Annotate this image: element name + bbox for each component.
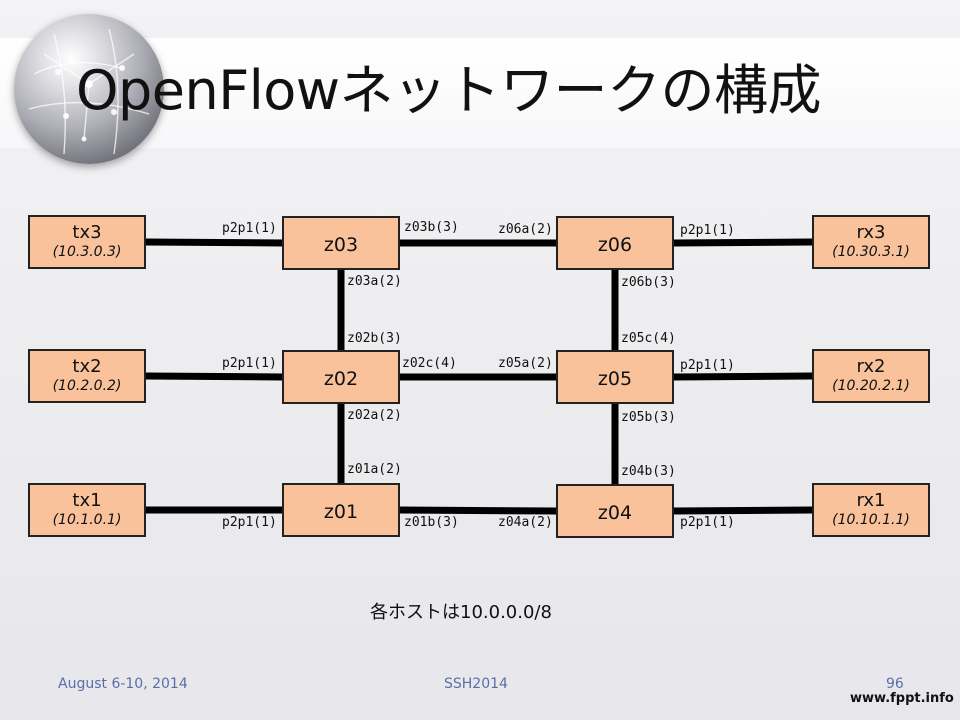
node-tx1: tx1 (10.1.0.1): [28, 483, 146, 537]
node-z02: z02: [282, 350, 400, 404]
port-label-z02a: z02a(2): [347, 408, 402, 423]
link-tx2-z02: [145, 372, 283, 381]
port-label-z05c: z05c(4): [621, 331, 676, 346]
node-z03: z03: [282, 216, 400, 270]
node-ip: (10.20.2.1): [832, 378, 910, 394]
node-rx2: rx2 (10.20.2.1): [812, 349, 930, 403]
node-ip: (10.10.1.1): [832, 512, 910, 528]
node-ip: (10.30.3.1): [832, 244, 910, 260]
address-note: 各ホストは10.0.0.0/8: [370, 602, 552, 623]
node-ip: (10.1.0.1): [52, 512, 122, 528]
port-label-z03b: z03b(3): [404, 220, 459, 235]
node-label: tx2: [72, 356, 102, 377]
link-tx3-z03: [145, 238, 283, 247]
node-rx1: rx1 (10.10.1.1): [812, 483, 930, 537]
port-label-z06a: z06a(2): [498, 222, 553, 237]
port-label-z06-rx3: p2p1(1): [680, 223, 735, 238]
globe-network-icon: [14, 14, 164, 164]
node-z01: z01: [282, 483, 400, 537]
port-label-tx2-z02: p2p1(1): [222, 356, 277, 371]
node-tx3: tx3 (10.3.0.3): [28, 215, 146, 269]
node-label: z06: [597, 234, 633, 256]
node-z06: z06: [556, 216, 674, 270]
port-label-z01b: z01b(3): [404, 515, 459, 530]
node-label: z02: [323, 368, 359, 390]
port-label-z04b: z04b(3): [621, 464, 676, 479]
node-z04: z04: [556, 484, 674, 538]
port-label-z04-rx1: p2p1(1): [680, 515, 735, 530]
link-z01-z04: [399, 506, 557, 515]
link-z05-rx2: [673, 372, 813, 381]
port-label-z04a: z04a(2): [498, 515, 553, 530]
footer-date: August 6-10, 2014: [58, 676, 188, 692]
port-label-z02b: z02b(3): [347, 331, 402, 346]
port-label-z05b: z05b(3): [621, 410, 676, 425]
link-z04-rx1: [673, 506, 813, 515]
node-label: rx3: [856, 222, 886, 243]
port-label-z05a: z05a(2): [498, 356, 553, 371]
page-title: OpenFlowネットワークの構成: [76, 59, 822, 122]
footer-event: SSH2014: [444, 676, 508, 692]
node-rx3: rx3 (10.30.3.1): [812, 215, 930, 269]
port-label-z02c: z02c(4): [402, 356, 457, 371]
node-label: z01: [323, 501, 359, 523]
port-label-tx3-z03: p2p1(1): [222, 221, 277, 236]
port-label-z01a: z01a(2): [347, 462, 402, 477]
port-label-z05-rx2: p2p1(1): [680, 358, 735, 373]
node-tx2: tx2 (10.2.0.2): [28, 349, 146, 403]
node-label: tx1: [72, 490, 102, 511]
port-label-tx1-z01: p2p1(1): [222, 515, 277, 530]
node-ip: (10.3.0.3): [52, 244, 122, 260]
node-label: z04: [597, 502, 633, 524]
footer-page-number: 96: [886, 676, 904, 692]
node-ip: (10.2.0.2): [52, 378, 122, 394]
brand-url: www.fppt.info: [850, 691, 954, 706]
port-label-z06b: z06b(3): [621, 275, 676, 290]
node-label: tx3: [72, 222, 102, 243]
link-z06-rx3: [673, 238, 813, 247]
node-label: rx1: [856, 490, 886, 511]
node-z05: z05: [556, 350, 674, 404]
node-label: z03: [323, 234, 359, 256]
port-label-z03a: z03a(2): [347, 274, 402, 289]
node-label: z05: [597, 368, 633, 390]
node-label: rx2: [856, 356, 886, 377]
